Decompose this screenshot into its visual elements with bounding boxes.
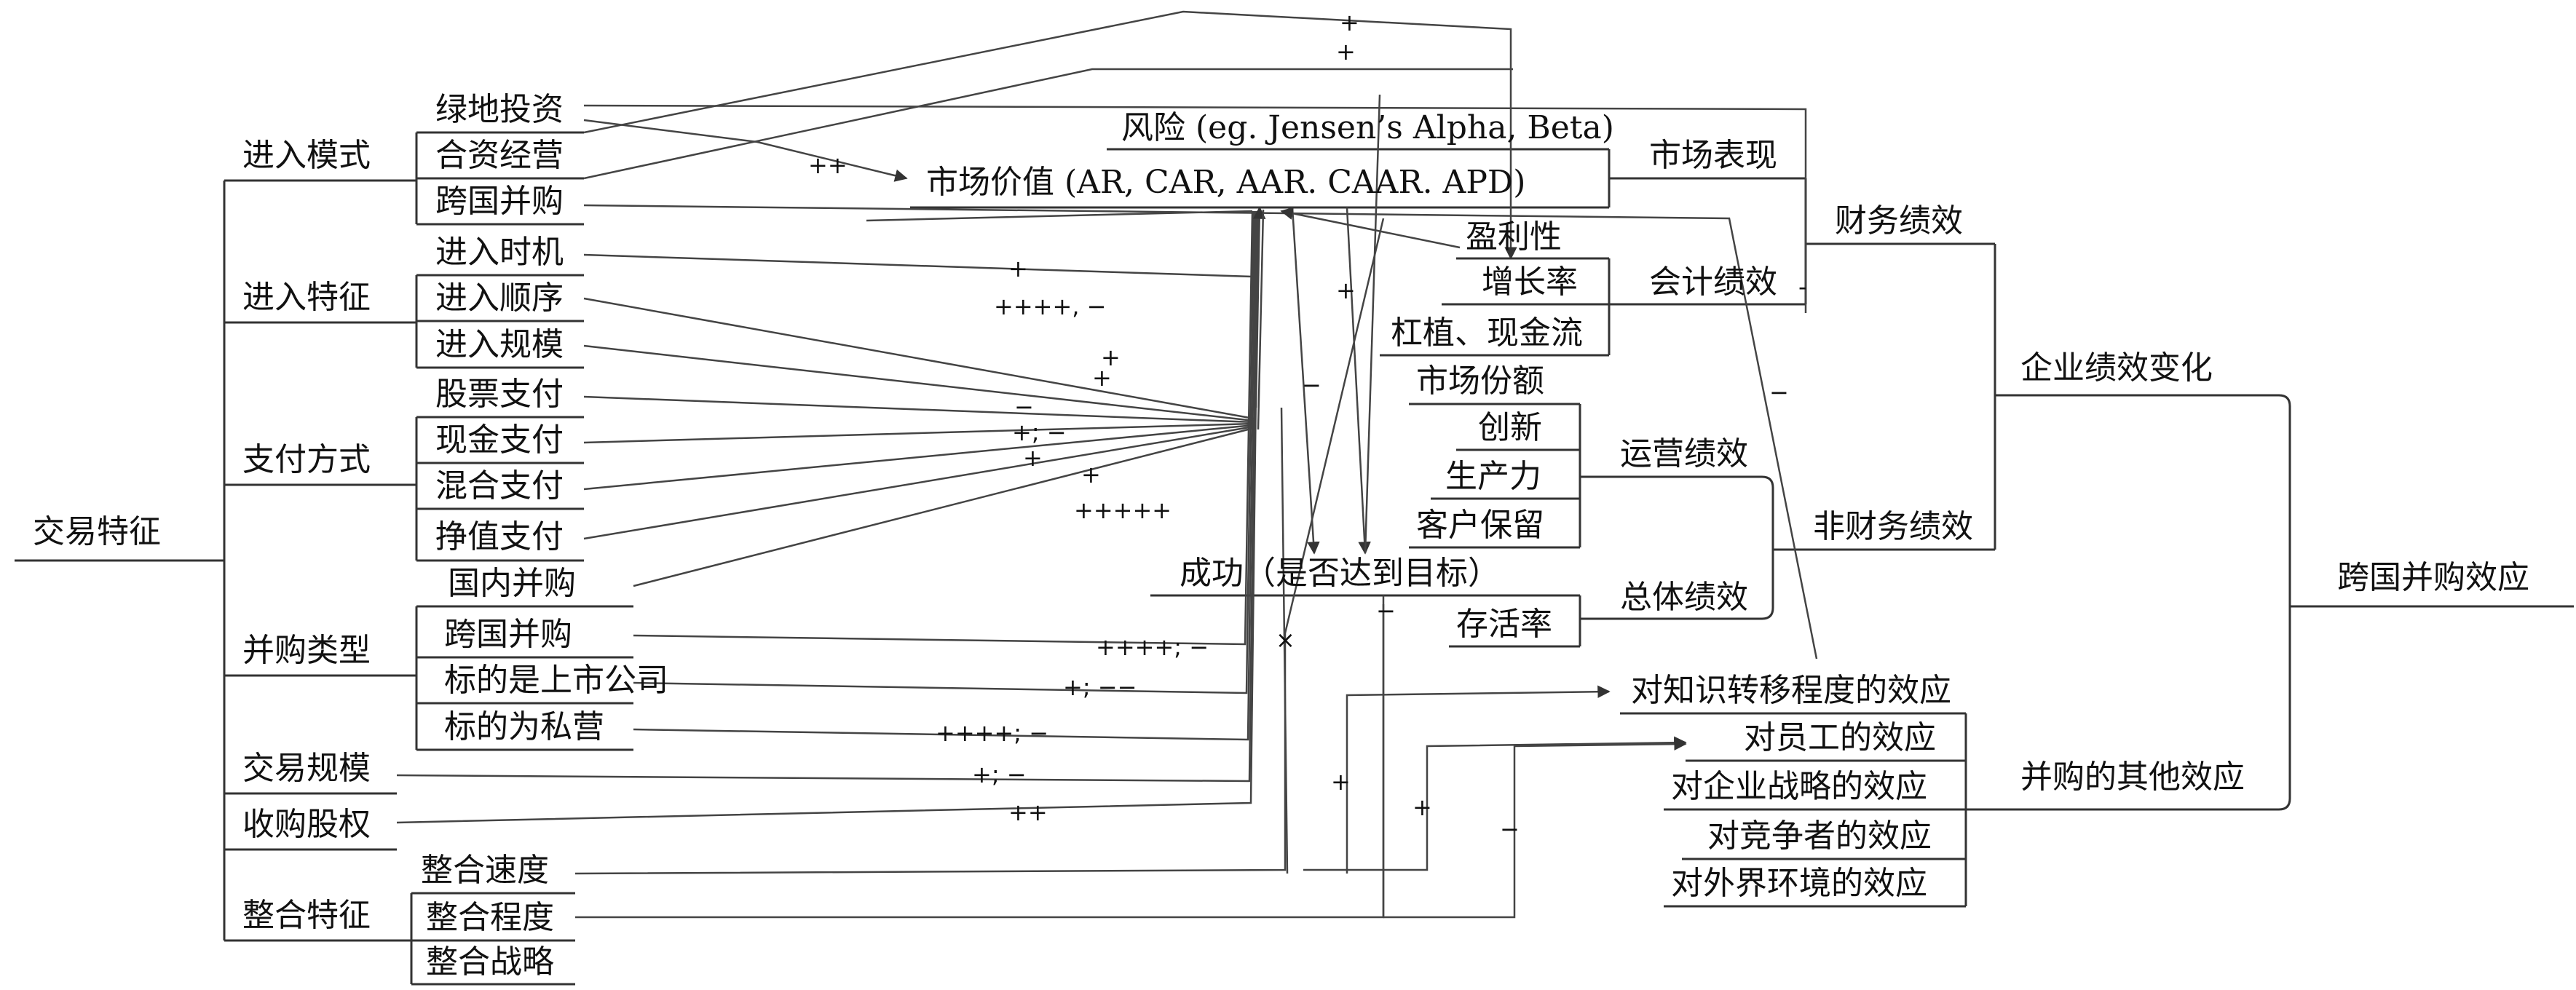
- group-entry-mode: 进入模式: [242, 137, 371, 174]
- sign-degree-up: −: [1376, 597, 1396, 625]
- outcome-corp-strategy: 对企业战略的效应: [1671, 768, 1927, 805]
- item-domestic: 国内并购: [448, 565, 576, 602]
- category-corp-perf-change: 企业绩效变化: [2020, 349, 2213, 387]
- sign-listed: +; −−: [1063, 673, 1137, 701]
- category-financial: 财务绩效: [1835, 202, 1963, 239]
- sign-private: ++++; −: [936, 719, 1048, 747]
- outcome-profitability: 盈利性: [1466, 218, 1562, 256]
- outcome-competitors: 对竞争者的效应: [1707, 817, 1932, 855]
- root-label: 交易特征: [33, 513, 161, 550]
- sign-strategy-employees: +: [1413, 793, 1432, 821]
- outcome-success: 成功（是否达到目标）: [1180, 555, 1500, 592]
- connector-lines: [396, 10, 1818, 919]
- left-labels: 交易特征 进入模式 进入特征 支付方式 并购类型 交易规模 收购股权 整合特征 …: [33, 91, 668, 981]
- sign-scale1: +: [1101, 344, 1121, 371]
- item-jv: 合资经营: [435, 137, 564, 174]
- item-timing: 进入时机: [435, 234, 564, 271]
- outcome-knowledge: 对知识转移程度的效应: [1631, 672, 1951, 709]
- outcome-leverage: 杠植、现金流: [1391, 314, 1583, 352]
- group-entry-char: 进入特征: [242, 279, 371, 316]
- sign-order: ++++, −: [994, 293, 1106, 320]
- item-cbma-mode: 跨国并购: [435, 183, 564, 220]
- sign-timing: +: [1008, 255, 1028, 282]
- right-labels: 风险 (eg. Jensen’s Alpha, Beta) 市场价值 (AR, …: [926, 109, 2529, 902]
- outcome-market-value: 市场价值 (AR, CAR, AAR. CAAR. APD): [926, 164, 1525, 201]
- outcome-risk: 风险 (eg. Jensen’s Alpha, Beta): [1121, 109, 1614, 146]
- group-deal-size: 交易规模: [242, 750, 371, 787]
- sign-top2: +: [1336, 38, 1356, 66]
- item-private: 标的为私营: [444, 708, 604, 745]
- group-ma-type: 并购类型: [242, 632, 371, 669]
- outcome-growth: 增长率: [1482, 264, 1578, 301]
- sign-deal-size: +; −: [972, 761, 1027, 788]
- category-other-effects: 并购的其他效应: [2020, 759, 2245, 796]
- group-stake: 收购股权: [242, 806, 371, 843]
- sign-accounting-tick: -: [1798, 273, 1807, 301]
- sign-mixed: +: [1023, 444, 1043, 472]
- category-operational: 运营绩效: [1620, 435, 1748, 472]
- outcome-market-share: 市场份额: [1416, 363, 1544, 400]
- outcome-productivity: 生产力: [1445, 458, 1541, 495]
- sign-mv-down: −: [1302, 371, 1321, 399]
- sign-speed-knowledge: +: [1331, 768, 1351, 796]
- item-scale: 进入规模: [435, 326, 564, 363]
- sign-domestic: +++++: [1074, 496, 1172, 524]
- sign-cbma-type: ++++; −: [1096, 633, 1209, 661]
- sign-earnout: +: [1081, 461, 1101, 488]
- sign-hub-minus: −: [1769, 379, 1789, 406]
- outcome-innovation: 创新: [1478, 409, 1542, 446]
- outcome-survival: 存活率: [1456, 606, 1552, 643]
- item-degree: 整合程度: [426, 899, 554, 936]
- item-mixed: 混合支付: [435, 467, 564, 504]
- outcome-retention: 客户保留: [1416, 507, 1544, 544]
- item-earnout: 挣值支付: [435, 518, 564, 555]
- sign-degree-employees: −: [1500, 815, 1520, 843]
- item-cash: 现金支付: [435, 421, 564, 459]
- sign-top1: +: [1340, 9, 1359, 36]
- item-speed: 整合速度: [421, 852, 549, 889]
- sign-cross: ×: [1276, 626, 1295, 654]
- category-accounting: 会计绩效: [1649, 264, 1777, 301]
- outcome-employees: 对员工的效应: [1744, 719, 1936, 756]
- item-listed: 标的是上市公司: [444, 662, 668, 699]
- group-payment: 支付方式: [242, 441, 371, 478]
- sign-cash: +; −: [1012, 419, 1067, 446]
- category-nonfinancial: 非财务绩效: [1813, 508, 1973, 545]
- sign-mode-mv: ++: [808, 151, 848, 179]
- item-greenfield: 绿地投资: [435, 91, 564, 128]
- sign-stake: ++: [1008, 799, 1048, 826]
- item-stock: 股票支付: [435, 376, 564, 413]
- category-final: 跨国并购效应: [2337, 559, 2529, 596]
- sign-stock: −: [1014, 393, 1034, 421]
- item-strategy: 整合战略: [426, 943, 554, 981]
- sign-scale2: +: [1092, 364, 1112, 392]
- outcome-environment: 对外界环境的效应: [1671, 865, 1927, 902]
- sign-annotations: + + ++ + ++++, − + + − +; − + + +++++ ++…: [808, 9, 1807, 843]
- sign-jv-down: +: [1336, 277, 1356, 304]
- left-tree-lines: [15, 131, 633, 986]
- group-integration: 整合特征: [242, 897, 371, 934]
- category-overall: 总体绩效: [1620, 579, 1748, 616]
- category-market-perf: 市场表现: [1649, 137, 1777, 174]
- item-cbma-type: 跨国并购: [444, 616, 572, 653]
- item-order: 进入顺序: [435, 280, 564, 317]
